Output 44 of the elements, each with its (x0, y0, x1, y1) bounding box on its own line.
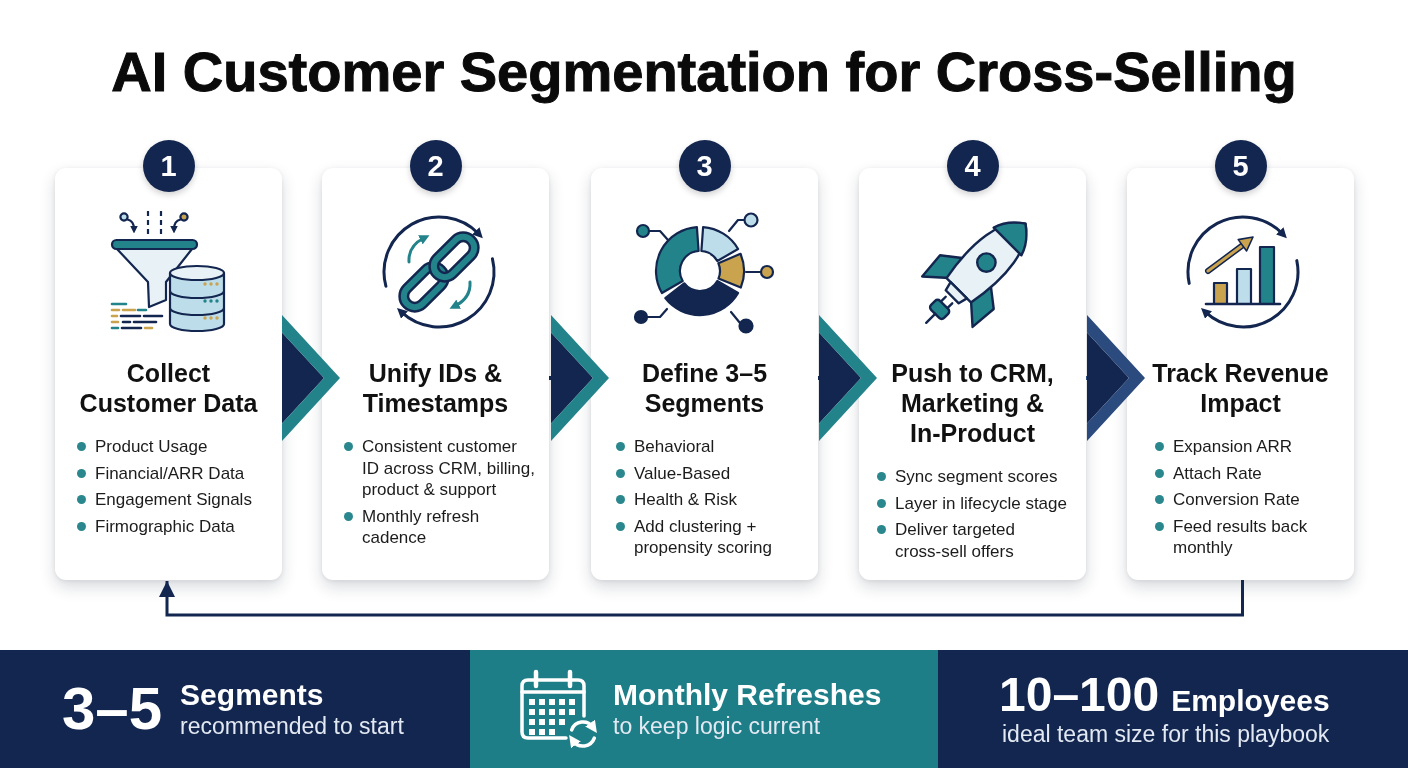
stat-caption: ideal team size for this playbook (1002, 720, 1330, 748)
stat-label: Monthly Refreshes (613, 678, 882, 712)
bullet-text: Product Usage (95, 436, 208, 458)
bullet-text: Engagement Signals (95, 489, 252, 511)
step-number-badge: 4 (946, 140, 999, 192)
step-number-badge: 2 (409, 140, 462, 192)
bullet-text: Monthly refresh cadence (362, 505, 481, 549)
bullet-text: Expansion ARR (1173, 436, 1293, 458)
chevron-arrow (1086, 315, 1145, 441)
stat-number: 10–100 (999, 670, 1160, 720)
bullet-text: Add clustering + propensity scoring (634, 515, 773, 559)
stat-label: Employees (1171, 684, 1330, 718)
bullet-text: Conversion Rate (1173, 489, 1300, 511)
chevron-arrow (282, 315, 340, 441)
bullet-text: Financial/ARR Data (95, 462, 245, 484)
step-title: Push to CRM, Marketing & In-Product (890, 358, 1055, 448)
bullet-text: Attach Rate (1173, 462, 1262, 484)
step-title: Unify IDs & Timestamps (361, 358, 510, 418)
bullet-text: Health & Risk (634, 489, 737, 511)
stat-caption: recommended to start (180, 712, 404, 740)
stat-label: Segments (180, 678, 325, 712)
bullet-text: Layer in lifecycle stage (895, 492, 1067, 514)
loop-arrow (159, 580, 1244, 617)
bullet-text: Value-Based (634, 462, 731, 484)
chevron-arrow (549, 315, 609, 441)
bullet-text: Consistent customer ID across CRM, billing, product & support (362, 436, 536, 501)
bullet-text: Behavioral (634, 436, 715, 458)
bullet-text: Deliver targeted cross-sell offers (895, 519, 1016, 562)
step-title: Collect Customer Data (78, 358, 259, 418)
stat-caption: to keep logic current (613, 712, 822, 740)
stat-panel (938, 650, 1408, 768)
chevron-arrow (818, 315, 877, 441)
step-title: Track Revenue Impact (1151, 358, 1330, 418)
stat-panel (0, 650, 470, 768)
stat-panel (470, 650, 938, 768)
bullet-text: Firmographic Data (95, 515, 235, 537)
diagram-title: AI Customer Segmentation for Cross-Selling (111, 39, 1297, 105)
step-number-badge: 5 (1214, 140, 1267, 192)
bullet-text: Sync segment scores (895, 466, 1058, 488)
stat-number: 3–5 (62, 678, 163, 740)
step-number-badge: 1 (142, 140, 195, 192)
step-title: Define 3–5 Segments (640, 358, 769, 418)
bullet-text: Feed results back monthly (1173, 515, 1309, 559)
step-number-badge: 3 (678, 140, 731, 192)
